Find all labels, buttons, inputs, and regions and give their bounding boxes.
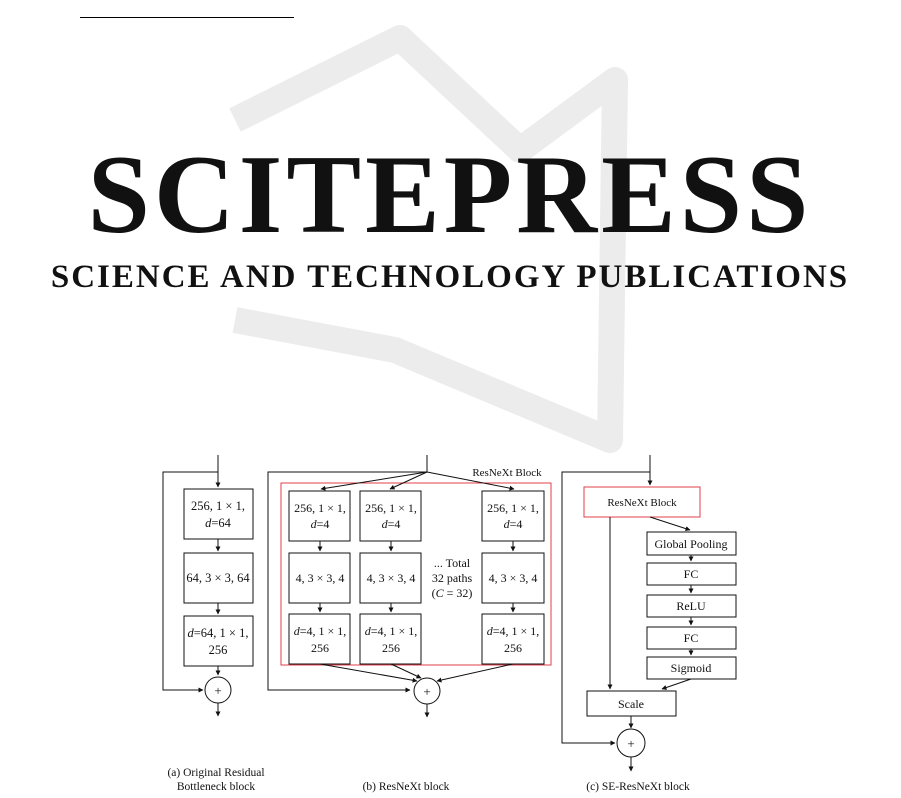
watermark-book-logo (229, 25, 628, 453)
c-sigmoid-box (646, 656, 737, 680)
b-path2-conv3-line2: 256 (382, 641, 400, 655)
c-resnext-block-label: ResNeXt Block (607, 497, 677, 509)
a-conv1-line2: d=64 (205, 516, 232, 530)
b-path32-conv3-line1: d=4, 1 × 1, (487, 624, 540, 638)
b-path32-conv3-box (481, 613, 545, 665)
b-path1-conv1-line2: d=4 (311, 517, 330, 531)
c-caption: (c) SE-ResNeXt block (586, 781, 690, 793)
b-path32-conv1-box (481, 490, 545, 542)
a-caption-line1: (a) Original Residual (167, 767, 264, 779)
a-conv3-box (183, 615, 254, 667)
diagram-a (162, 455, 254, 717)
c-sigmoid-label: Sigmoid (671, 661, 712, 675)
diagram-a-text: 256, 1 × 1, d=64 64, 3 × 3, 64 d=64, 1 ×… (167, 499, 264, 793)
b-paths-note-line2: 32 paths (432, 571, 473, 585)
b-resnext-frame (280, 482, 552, 666)
b-path1-conv2-box (288, 552, 351, 604)
a-conv3-line2: 256 (209, 643, 228, 657)
b-path2-conv3-line1: d=4, 1 × 1, (365, 624, 418, 638)
b-path1-conv1-box (288, 490, 351, 542)
c-relu-label: ReLU (676, 599, 706, 613)
b-path2-conv1-line1: 256, 1 × 1, (365, 501, 417, 515)
a-conv1-box (183, 488, 254, 540)
b-plus-sign: + (423, 684, 430, 699)
b-path1-conv1-line1: 256, 1 × 1, (294, 501, 346, 515)
b-path32-conv1-line1: 256, 1 × 1, (487, 501, 539, 515)
b-paths-note-line3: (C = 32) (432, 586, 473, 600)
a-conv1-line1: 256, 1 × 1, (191, 499, 245, 513)
watermark-tagline: SCIENCE AND TECHNOLOGY PUBLICATIONS (51, 259, 849, 295)
b-caption: (b) ResNeXt block (363, 781, 450, 793)
b-path1-conv3-line1: d=4, 1 × 1, (294, 624, 347, 638)
b-path32-conv2-label: 4, 3 × 3, 4 (489, 571, 538, 585)
b-resnext-block-label: ResNeXt Block (472, 467, 542, 479)
b-path32-conv1-line2: d=4 (504, 517, 523, 531)
diagram-c-text: ResNeXt Block Global Pooling FC ReLU FC … (586, 497, 727, 793)
top-rule (80, 17, 294, 18)
c-resnext-block-box (583, 486, 701, 518)
a-caption-line2: Bottleneck block (177, 781, 255, 793)
c-plus-sign: + (627, 736, 634, 751)
b-path1-conv2-label: 4, 3 × 3, 4 (296, 571, 345, 585)
watermark-brand: SCITEPRESS (88, 133, 813, 257)
b-path2-conv3-box (359, 613, 422, 665)
a-plus-sign: + (214, 683, 221, 698)
scitepress-watermark: SCITEPRESS SCIENCE AND TECHNOLOGY PUBLIC… (51, 25, 849, 453)
diagram-b (267, 455, 552, 718)
a-conv2-label: 64, 3 × 3, 64 (186, 571, 250, 585)
c-scale-label: Scale (618, 697, 644, 711)
b-path2-conv2-label: 4, 3 × 3, 4 (367, 571, 416, 585)
b-path32-conv3-line2: 256 (504, 641, 522, 655)
b-path1-conv3-line2: 256 (311, 641, 329, 655)
b-paths-note-line1: ... Total (434, 556, 471, 570)
c-global-pooling-label: Global Pooling (654, 537, 727, 551)
c-fc2-label: FC (684, 631, 699, 645)
b-path2-conv1-box (359, 490, 422, 542)
diagram-c (561, 455, 737, 772)
c-fc1-label: FC (684, 567, 699, 581)
diagram-b-text: ResNeXt Block 256, 1 × 1, d=4 4, 3 × 3, … (294, 467, 542, 793)
c-scale-box (586, 690, 677, 717)
b-path32-conv2-box (481, 552, 545, 604)
b-path2-conv2-box (359, 552, 422, 604)
b-path2-conv1-line2: d=4 (382, 517, 401, 531)
b-path1-conv3-box (288, 613, 351, 665)
a-conv3-line1: d=64, 1 × 1, (188, 626, 249, 640)
